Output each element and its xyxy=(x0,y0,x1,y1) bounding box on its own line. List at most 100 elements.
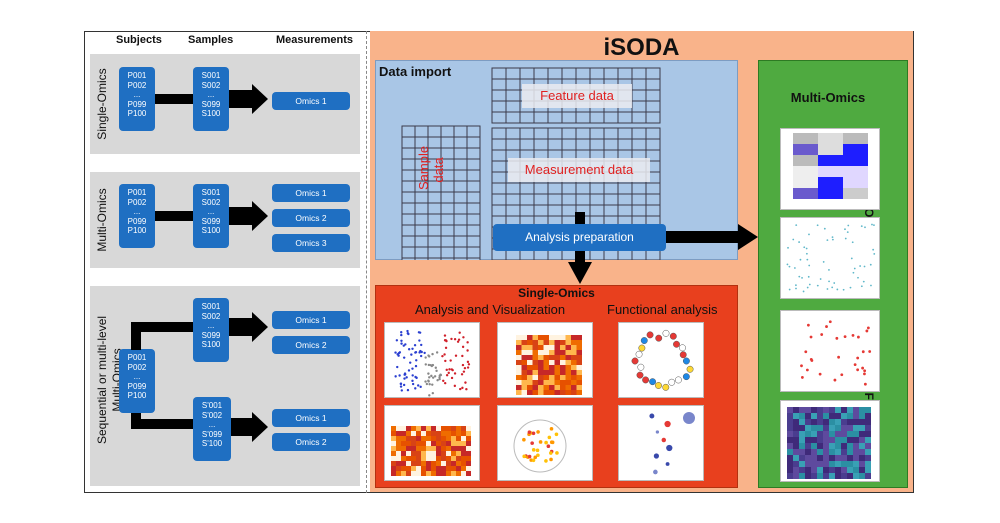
heatmap-cell xyxy=(571,390,577,395)
grid-cell xyxy=(505,111,521,124)
grid-cell xyxy=(414,213,429,226)
heatmap-cell xyxy=(396,446,401,451)
snf-node xyxy=(861,350,865,354)
heatmap-cell xyxy=(527,385,533,390)
heatmap-cell xyxy=(527,345,533,350)
mofa-point xyxy=(826,288,829,290)
grid-cell xyxy=(414,224,429,237)
volcano-point xyxy=(431,352,434,356)
mofa-point xyxy=(805,247,808,250)
heatmap-cell xyxy=(456,471,461,476)
heatmap-cell xyxy=(406,431,411,436)
snf-heatmap-cell xyxy=(823,437,829,443)
grid-cell xyxy=(401,257,416,260)
mofa-point xyxy=(863,265,866,268)
heatmap-cell xyxy=(560,385,566,390)
mofa-heatmap-cell xyxy=(818,177,843,188)
heatmap-cell xyxy=(431,471,436,476)
volcano-point xyxy=(400,331,403,334)
snf-heatmap-cell xyxy=(847,449,853,455)
heatmap-cell xyxy=(516,365,522,370)
heatmap-cell xyxy=(466,466,471,471)
heatmap-cell xyxy=(451,451,456,456)
snf-heatmap-cell xyxy=(829,437,835,443)
volcano-point xyxy=(428,394,431,397)
snf-heatmap-cell xyxy=(805,449,811,455)
snf-heatmap-cell xyxy=(805,419,811,425)
grid-cell xyxy=(533,204,549,217)
volcano-point xyxy=(427,372,430,375)
mofa-point xyxy=(869,263,872,266)
heatmap-cell xyxy=(426,471,431,476)
heatmap-cell xyxy=(416,456,421,461)
grid-cell xyxy=(401,158,416,171)
mofa-heatmap-cell xyxy=(793,133,818,144)
heatmap-cell xyxy=(456,451,461,456)
heatmap-cell xyxy=(396,441,401,446)
volcano-point xyxy=(458,331,461,334)
volcano-point xyxy=(419,385,422,389)
volcano-point xyxy=(427,379,430,382)
heatmap-cell xyxy=(571,385,577,390)
heatmap-cell xyxy=(560,370,566,375)
mofa-heatmap-cell xyxy=(818,133,843,144)
grid-cell xyxy=(440,213,455,226)
heatmap-cell xyxy=(446,446,451,451)
heatmap-cell xyxy=(532,355,538,360)
volcano-point xyxy=(407,348,411,351)
snf-heatmap-cell xyxy=(829,443,835,449)
heatmap-cell xyxy=(554,390,560,395)
heatmap-cell xyxy=(538,370,544,375)
heatmap-cell xyxy=(527,355,533,360)
heatmap-cell xyxy=(521,370,527,375)
heatmap-cell xyxy=(461,466,466,471)
snf-node xyxy=(833,378,837,382)
snf-heatmap-cell xyxy=(829,413,835,419)
heatmap-cell xyxy=(565,365,571,370)
snf-heatmap-cell xyxy=(805,467,811,473)
heatmap-cell xyxy=(554,350,560,355)
mofa-point xyxy=(871,223,873,226)
snf-heatmap-cell xyxy=(787,425,793,431)
volcano-point xyxy=(423,351,426,355)
mofa-heatmap-cell xyxy=(843,166,868,177)
mofa-point xyxy=(846,231,849,234)
volcano-point xyxy=(445,368,448,372)
heatmap-cell xyxy=(406,466,411,471)
heatmap-cell xyxy=(576,390,582,395)
heatmap-cell xyxy=(401,431,406,436)
grid-cell xyxy=(427,246,442,259)
snf-heatmap-cell xyxy=(859,425,865,431)
heatmap-cell xyxy=(516,390,522,395)
snf-heatmap-cell xyxy=(829,467,835,473)
snf-node xyxy=(810,359,814,362)
snf-heatmap-cell xyxy=(787,473,793,479)
snf-node xyxy=(800,364,803,368)
snf-heatmap-cell xyxy=(823,473,829,479)
grid-cell xyxy=(453,235,468,248)
snf-heatmap-cell xyxy=(841,407,847,413)
volcano-point xyxy=(399,385,403,388)
arrow-shaft xyxy=(155,211,193,221)
snf-heatmap-cell xyxy=(841,467,847,473)
header-subjects: Subjects xyxy=(116,34,162,46)
heatmap-cell xyxy=(416,441,421,446)
heatmap-cell xyxy=(431,436,436,441)
grid-cell xyxy=(547,138,563,151)
grid-cell xyxy=(466,257,481,260)
snf-heatmap-cell xyxy=(787,407,793,413)
pca-point xyxy=(550,440,555,445)
clustered-heatmap-thumb xyxy=(384,405,480,481)
grid-cell xyxy=(453,191,468,204)
heatmap-cell xyxy=(431,441,436,446)
snf-heatmap-cell xyxy=(805,437,811,443)
heatmap-cell xyxy=(451,456,456,461)
snf-heatmap-cell xyxy=(799,443,805,449)
volcano-point xyxy=(431,383,434,386)
grid-cell xyxy=(645,182,661,195)
grid-cell xyxy=(505,182,521,195)
heatmap-cell xyxy=(527,370,533,375)
grid-cell xyxy=(440,191,455,204)
heatmap-cell xyxy=(543,345,549,350)
volcano-point xyxy=(434,366,437,369)
